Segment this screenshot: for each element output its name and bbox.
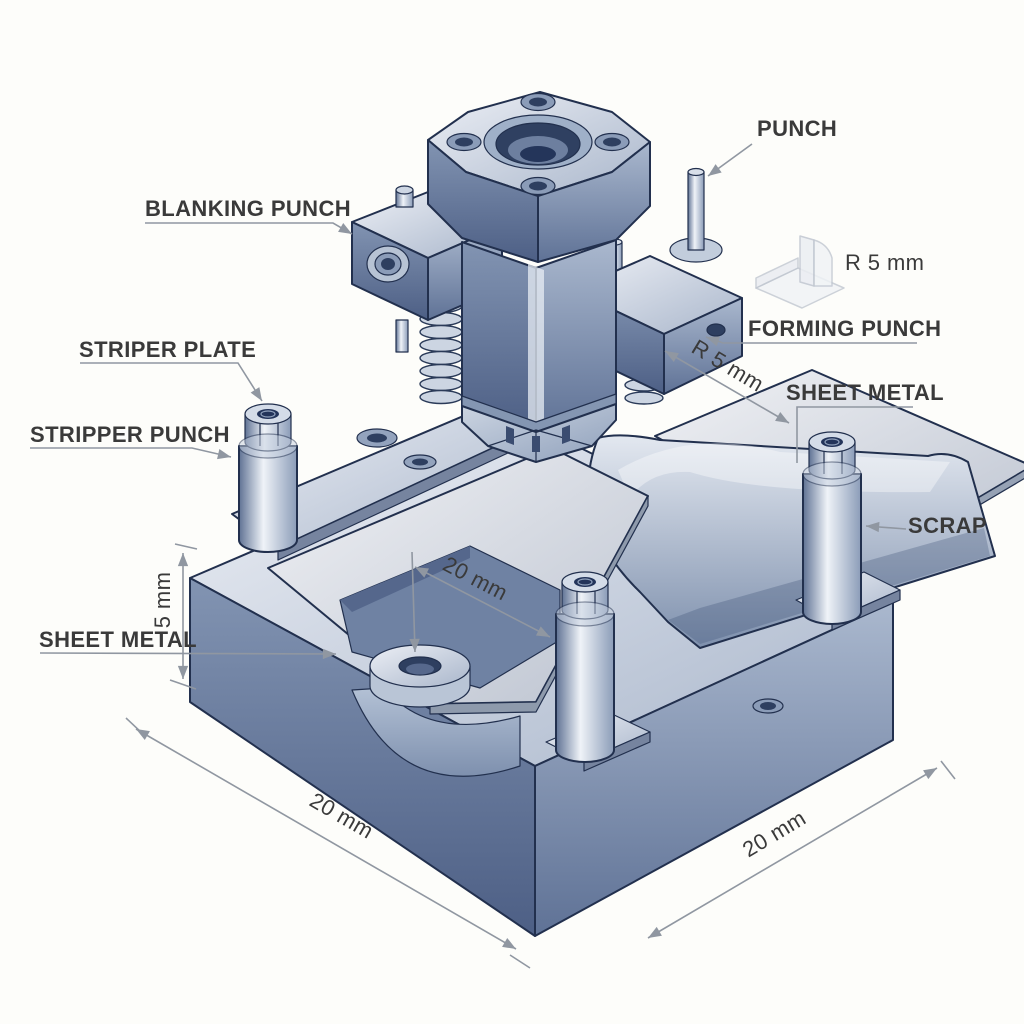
- leader-sheet-metal-left: [39, 648, 337, 660]
- dim-die-height-ticks: [169, 543, 198, 690]
- leader-striper-plate: [80, 362, 263, 402]
- label-sheet-metal-right: SHEET METAL: [786, 380, 944, 405]
- label-striper-plate: STRIPER PLATE: [79, 337, 256, 362]
- central-bore: [483, 114, 593, 170]
- dim-base-side-tick: [940, 760, 956, 780]
- hex-bolt: [366, 245, 410, 283]
- die-button: [369, 644, 471, 708]
- punch-holder-top-block: [427, 91, 651, 263]
- label-scrap: SCRAP: [908, 513, 987, 538]
- punch-pin: [669, 167, 723, 263]
- leader-punch: [707, 143, 753, 177]
- leader-forming-punch: [705, 336, 917, 347]
- dim-base-side: [647, 767, 938, 939]
- dimension-lines: [125, 350, 956, 969]
- leader-sheet-metal-right: [796, 406, 913, 463]
- ghost-formed-part: [755, 235, 845, 309]
- label-forming-punch: FORMING PUNCH: [748, 316, 941, 341]
- corner-bolt-holes: [446, 92, 630, 196]
- label-punch: PUNCH: [757, 116, 837, 141]
- dim-base-front: [135, 728, 517, 950]
- stripper-post-right: [802, 431, 862, 625]
- leader-blanking-punch: [145, 222, 353, 235]
- dim-centerline-arrow: [409, 551, 420, 653]
- blanking-punch-tip: [461, 403, 617, 463]
- dim-text-die-height: 5 mm: [150, 572, 175, 629]
- leader-stripper-punch: [30, 447, 232, 460]
- leader-lines: [30, 143, 917, 660]
- dim-bend-radius: [664, 350, 790, 424]
- leader-scrap: [865, 521, 907, 533]
- label-blanking-punch: BLANKING PUNCH: [145, 196, 351, 221]
- dim-blank-width: [414, 566, 551, 638]
- dim-text-ghost-radius: R 5 mm: [845, 250, 924, 275]
- cap-screw: [395, 185, 414, 208]
- stripper-post-front: [555, 571, 615, 763]
- stripper-post-left: [238, 403, 298, 553]
- dim-base-front-ticks: [125, 717, 531, 969]
- label-stripper-punch: STRIPPER PUNCH: [30, 422, 230, 447]
- guide-pin-left: [395, 319, 409, 353]
- label-sheet-metal-left: SHEET METAL: [39, 627, 197, 652]
- punch-column: [461, 239, 617, 463]
